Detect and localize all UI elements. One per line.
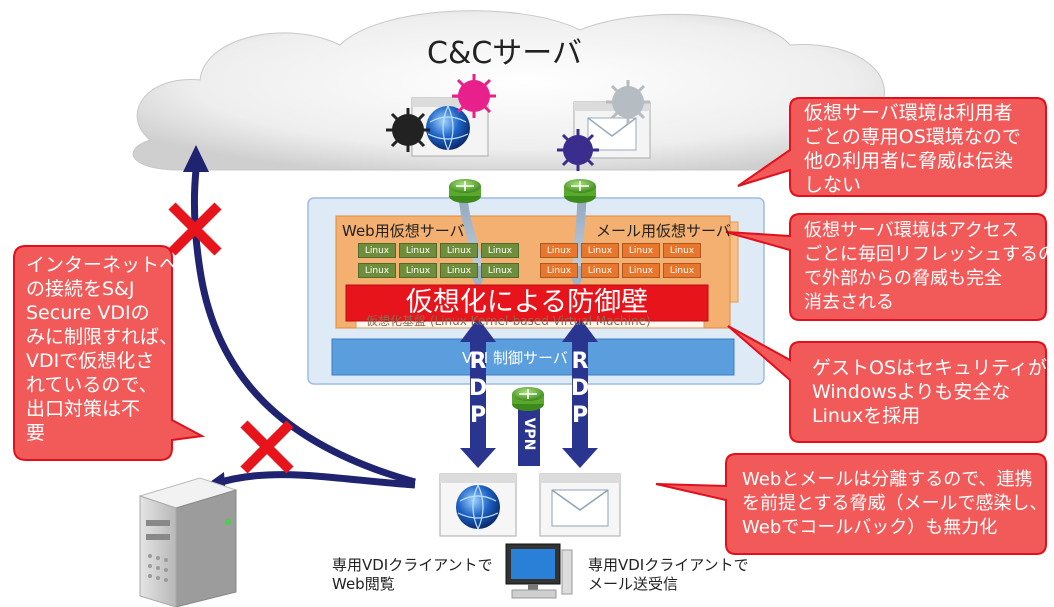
callout-bubble-4 — [655, 453, 1047, 555]
rdp-right-arrow — [562, 318, 598, 468]
vpn-label: VPN — [521, 417, 537, 451]
left-note-text: インターネットへ の接続をS&J Secure VDIの みに制限すれば、 VD… — [26, 254, 179, 444]
linux-vm-tile: Linux — [622, 263, 660, 278]
browser-window-icon — [411, 97, 489, 157]
barrier-banner — [345, 284, 709, 322]
linux-vm-tile: Linux — [440, 243, 478, 258]
virus-purple-icon — [557, 129, 599, 171]
client-browser-icon — [439, 473, 517, 537]
linux-vm-tile: Linux — [358, 263, 396, 278]
web-server-label: Web用仮想サーバ — [342, 222, 465, 240]
callout-text-3: ゲストOSはセキュリティが Windowsよりも安全な Linuxを採用 — [812, 357, 1047, 427]
vpn-tunnel — [518, 402, 540, 466]
server-tower-icon — [138, 477, 238, 607]
cloud-title: C&Cサーバ — [427, 36, 582, 71]
linux-vm-tile: Linux — [581, 263, 619, 278]
linux-vm-tile: Linux — [481, 263, 519, 278]
callout-text-2: 仮想サーバ環境はアクセス ごとに毎回リフレッシュするの で外部からの脅威も完全 … — [804, 220, 1054, 313]
router-icon — [512, 387, 544, 411]
linux-vm-tile: Linux — [581, 243, 619, 258]
router-icon — [449, 179, 481, 203]
rdp-left-arrow — [460, 318, 496, 468]
barrier-label: 仮想化による防御壁 — [405, 287, 649, 318]
callout-bubble-2 — [725, 213, 1047, 321]
left-note-bubble — [13, 245, 206, 461]
web-client-caption: 専用VDIクライアントで Web閲覧 — [332, 556, 493, 593]
blocked-cross-icon — [168, 202, 222, 256]
blocked-cross-icon — [240, 420, 294, 474]
linux-vm-tile: Linux — [663, 263, 701, 278]
linux-vm-tile: Linux — [663, 243, 701, 258]
linux-vm-tile: Linux — [399, 263, 437, 278]
linux-vm-tile: Linux — [540, 263, 578, 278]
client-mail-icon — [539, 473, 621, 537]
mail-server-label: メール用仮想サーバ — [596, 222, 731, 240]
vdi-control-label: VDI 制御サーバ — [462, 349, 568, 367]
linux-vm-tile: Linux — [540, 243, 578, 258]
virtualization-infra-label: 仮想化基盤 (Linux Kernel-based Virtual Machin… — [366, 314, 651, 328]
internet-arrow-head — [183, 145, 209, 172]
callout-text-4: Webとメールは分離するので、連携 を前提とする脅威（メールで感染し、 Webで… — [742, 469, 1048, 538]
callout-bubble-3 — [727, 325, 1047, 443]
callout-bubble-1 — [737, 97, 1047, 197]
linux-vm-tile: Linux — [440, 263, 478, 278]
callout-text-1: 仮想サーバ環境は利用者 ごとの専用OS環境なので 他の利用者に脅威は伝染 しない — [804, 102, 1021, 196]
internet-path-arrow — [191, 169, 416, 486]
virus-gray-icon — [606, 80, 650, 124]
client-pc-icon — [505, 543, 573, 599]
router-icon — [564, 179, 596, 203]
pc-path-arrow — [213, 471, 416, 489]
virus-magenta-icon — [452, 74, 496, 118]
linux-vm-tile: Linux — [399, 243, 437, 258]
virus-black-icon — [386, 108, 430, 152]
mail-client-caption: 専用VDIクライアントで メール送受信 — [588, 556, 749, 593]
linux-vm-tile: Linux — [481, 243, 519, 258]
linux-vm-tile: Linux — [622, 243, 660, 258]
linux-vm-tile: Linux — [358, 243, 396, 258]
vdi-control-bar — [331, 338, 735, 376]
